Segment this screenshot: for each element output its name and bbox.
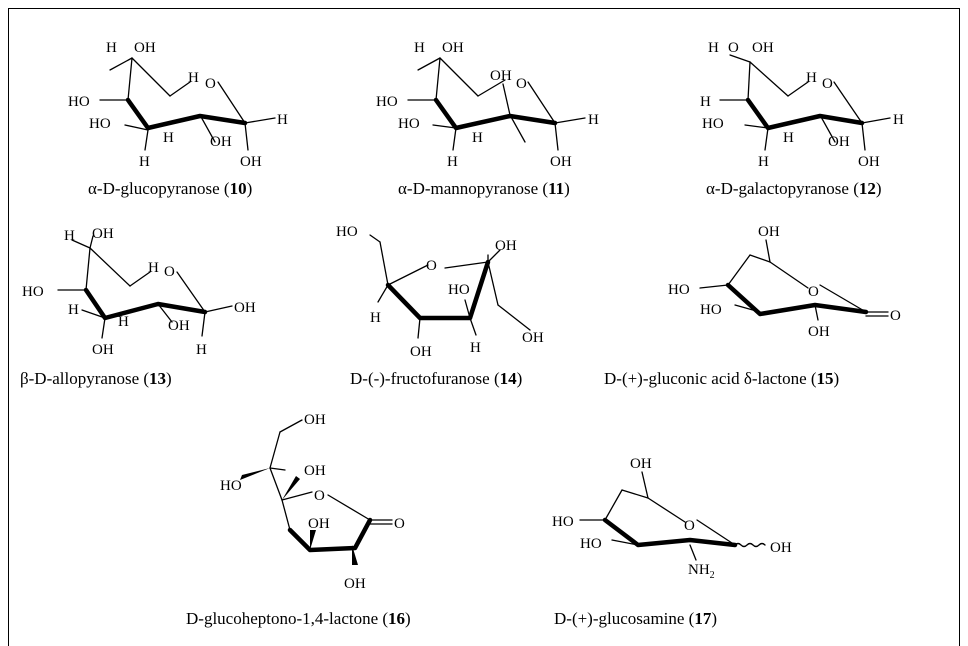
atom-label: H	[68, 302, 79, 318]
atom-label: H	[758, 154, 769, 170]
atom-label: HO	[376, 94, 398, 110]
atom-label: H	[196, 342, 207, 358]
caption-11: α-D-mannopyranose (11)	[398, 179, 570, 198]
atom-label: HO	[702, 116, 724, 132]
atom-label: OH	[495, 238, 517, 254]
atom-label: HO	[700, 302, 722, 318]
atom-label: H	[64, 228, 75, 244]
atom-label: OH	[410, 344, 432, 360]
atom-label: OH	[858, 154, 880, 170]
structure-12: H O OH H H O HO H OH H H OH	[700, 40, 904, 170]
atom-label: O	[314, 488, 325, 504]
atom-label: OH	[758, 224, 780, 240]
atom-label: H	[277, 112, 288, 128]
atom-label: OH	[828, 134, 850, 150]
atom-label: H	[118, 314, 129, 330]
atom-label: H	[414, 40, 425, 56]
atom-label: O	[394, 516, 405, 532]
structure-13: H OH H O HO H H OH OH OH H	[22, 226, 256, 358]
atom-label: OH	[92, 342, 114, 358]
atom-label: O	[426, 258, 437, 274]
atom-label: OH	[134, 40, 156, 56]
atom-label: OH	[234, 300, 256, 316]
atom-label: H	[163, 130, 174, 146]
atom-label: HO	[89, 116, 111, 132]
atom-label: H	[188, 70, 199, 86]
atom-label: H	[139, 154, 150, 170]
atom-label: O	[808, 284, 819, 300]
atom-label: H	[370, 310, 381, 326]
atom-label: NH2	[688, 562, 715, 581]
atom-label: O	[684, 518, 695, 534]
structure-17: OH O HO HO OH NH2	[552, 456, 792, 581]
atom-label: H	[470, 340, 481, 356]
structure-14: HO O OH HO H OH OH H	[336, 224, 544, 360]
atom-label: OH	[304, 463, 326, 479]
caption-16: D-glucoheptono-1,4-lactone (16)	[186, 609, 411, 628]
atom-label: OH	[752, 40, 774, 56]
atom-label: H	[700, 94, 711, 110]
atom-label: HO	[336, 224, 358, 240]
caption-12: α-D-galactopyranose (12)	[706, 179, 882, 198]
atom-label: HO	[580, 536, 602, 552]
atom-label: HO	[552, 514, 574, 530]
atom-label: O	[516, 76, 527, 92]
atom-label: O	[822, 76, 833, 92]
atom-label: OH	[308, 516, 330, 532]
structure-10: OH H HO H O HO H H OH H OH	[68, 40, 288, 170]
atom-label: OH	[92, 226, 114, 242]
atom-label: OH	[210, 134, 232, 150]
atom-label: HO	[22, 284, 44, 300]
caption-14: D-(-)-fructofuranose (14)	[350, 369, 522, 388]
atom-label: HO	[668, 282, 690, 298]
atom-label: HO	[398, 116, 420, 132]
atom-label: H	[106, 40, 117, 56]
atom-label: OH	[808, 324, 830, 340]
atom-label: OH	[240, 154, 262, 170]
atom-label: OH	[344, 576, 366, 592]
atom-label: OH	[168, 318, 190, 334]
structure-11: OH H HO O HO H H OH H OH	[376, 40, 599, 170]
atom-label: OH	[304, 412, 326, 428]
atom-label: OH	[522, 330, 544, 346]
atom-label: H	[447, 154, 458, 170]
atom-label: OH	[550, 154, 572, 170]
atom-label: O	[890, 308, 901, 324]
atom-label: OH	[490, 68, 512, 84]
atom-label: H	[893, 112, 904, 128]
structure-15: OH O HO HO OH O	[668, 224, 901, 340]
atom-label: O	[205, 76, 216, 92]
atom-label: H	[806, 70, 817, 86]
atom-label: OH	[442, 40, 464, 56]
atom-label: HO	[220, 478, 242, 494]
caption-10: α-D-glucopyranose (10)	[88, 179, 252, 198]
caption-17: D-(+)-glucosamine (17)	[554, 609, 717, 628]
atom-label: H	[783, 130, 794, 146]
atom-label: OH	[630, 456, 652, 472]
caption-15: D-(+)-gluconic acid δ-lactone (15)	[604, 369, 839, 388]
atom-label: H	[148, 260, 159, 276]
atom-label: O	[728, 40, 739, 56]
atom-label: HO	[448, 282, 470, 298]
atom-label: H	[708, 40, 719, 56]
atom-label: H	[588, 112, 599, 128]
atom-label: OH	[770, 540, 792, 556]
atom-label: HO	[68, 94, 90, 110]
atom-label: O	[164, 264, 175, 280]
atom-label: H	[472, 130, 483, 146]
caption-13: β-D-allopyranose (13)	[20, 369, 172, 388]
figure-frame	[8, 8, 960, 646]
structure-16: OH OH HO O OH O OH	[220, 412, 405, 592]
